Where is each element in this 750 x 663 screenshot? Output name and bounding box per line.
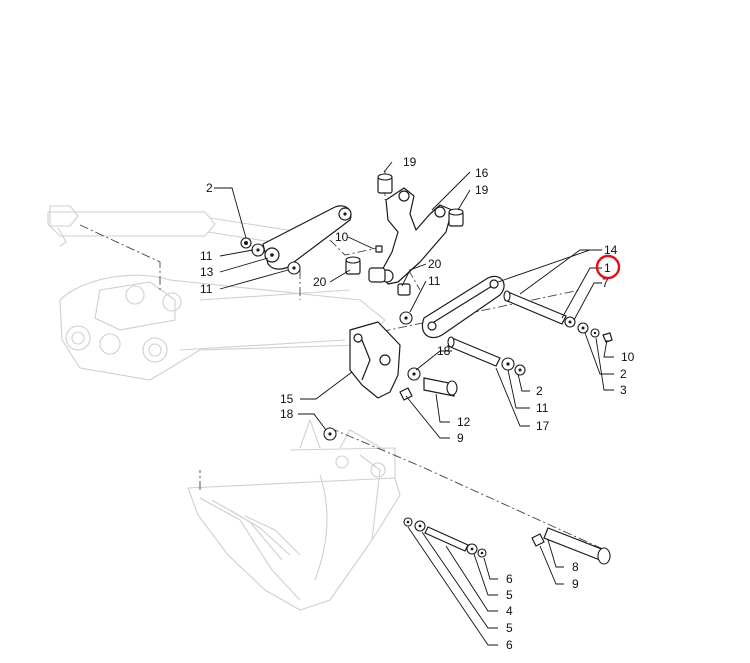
highlight-ring	[595, 254, 621, 280]
part-2-washer-left	[240, 237, 252, 249]
callout-17: 17	[536, 419, 550, 433]
assembly-axis-lines	[79, 170, 606, 551]
part-3-nut	[590, 328, 600, 338]
part-7-washer	[564, 316, 576, 328]
callout-9-center: 9	[457, 431, 464, 445]
callout-9-bottom: 9	[572, 577, 579, 591]
part-20-bushing-center	[368, 267, 386, 283]
part-10-grease-nipple-right	[602, 332, 613, 343]
callout-18-lower: 18	[280, 407, 294, 421]
part-15-bracket	[349, 321, 401, 399]
part-14-link	[421, 275, 505, 339]
callout-18-center: 18	[437, 344, 451, 358]
callout-16: 16	[475, 166, 489, 180]
part-5-washer-bottom-left	[414, 520, 426, 532]
part-11-washer-left	[251, 243, 265, 257]
part-5-washer-bottom-right	[466, 543, 478, 555]
callout-2-center: 2	[536, 384, 543, 398]
callout-11-left-b: 11	[200, 282, 213, 296]
callout-15: 15	[280, 392, 294, 406]
callout-19-top: 19	[403, 155, 417, 169]
part-12-bushing	[423, 377, 458, 397]
callout-7: 7	[602, 276, 609, 290]
part-19-bushing-top	[377, 173, 393, 194]
part-8-pin	[543, 527, 611, 565]
part-19-bushing-right	[448, 208, 464, 227]
callout-10-center: 10	[335, 230, 349, 244]
part-18-washer-lower	[323, 427, 337, 441]
part-6-washer-bottom-left	[403, 517, 413, 527]
callout-1: 1	[604, 261, 611, 275]
callout-20-right: 20	[428, 257, 442, 271]
part-9-grease-nipple-bottom	[531, 533, 545, 547]
ghost-boom-outline	[47, 205, 386, 381]
callout-5-upper: 5	[506, 588, 513, 602]
callout-20-left: 20	[313, 275, 327, 289]
callout-13: 13	[200, 265, 214, 279]
part-1-pin	[503, 290, 567, 325]
callout-11-left-a: 11	[200, 249, 213, 263]
callout-5-lower: 5	[506, 621, 513, 635]
part-20-bushing-right	[397, 283, 411, 296]
callout-2-right: 2	[620, 367, 627, 381]
part-11-washer-left-2	[287, 261, 301, 275]
callout-4: 4	[506, 604, 513, 618]
callout-2-left: 2	[206, 181, 213, 195]
callout-10-right: 10	[621, 350, 635, 364]
leader-lines	[214, 161, 614, 646]
callout-19-right: 19	[475, 183, 489, 197]
part-18-washer-center	[407, 367, 421, 381]
part-10-grease-nipple-center	[375, 245, 383, 253]
part-11-washer-center	[399, 311, 413, 325]
callout-11-lower: 11	[536, 401, 549, 415]
part-2-washer-pin17	[514, 364, 526, 376]
callout-12: 12	[457, 415, 471, 429]
callout-11-center: 11	[428, 274, 441, 288]
part-11-washer-pin17	[501, 357, 515, 371]
ghost-bucket-outline	[187, 418, 401, 611]
callout-8: 8	[572, 560, 579, 574]
callout-3: 3	[620, 383, 627, 397]
part-9-grease-nipple-center	[399, 387, 413, 401]
part-13-link	[262, 205, 352, 270]
part-4-pin	[424, 526, 469, 552]
callout-6-upper: 6	[506, 572, 513, 586]
part-16-bell-crank	[379, 187, 453, 285]
part-6-washer-bottom-right	[477, 548, 487, 558]
part-2-washer-right	[577, 322, 589, 334]
part-17-pin	[447, 336, 501, 367]
callout-6-lower: 6	[506, 638, 513, 652]
callout-labels: 19 16 19 2 10 11 13 11 20 20 11 14 1 7 1…	[200, 155, 635, 652]
callout-14: 14	[604, 243, 618, 257]
